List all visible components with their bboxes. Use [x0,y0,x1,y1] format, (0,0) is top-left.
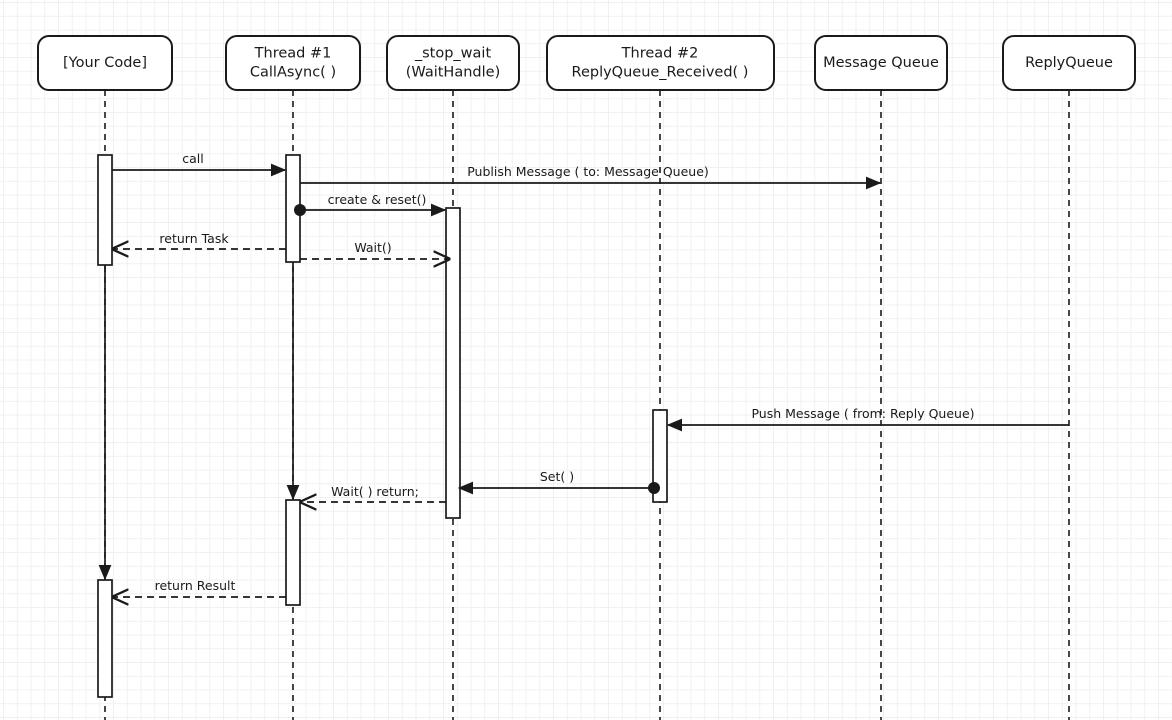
act-your-code-2 [97,579,113,698]
participant-box-message_queue[interactable] [814,35,948,91]
lifelines-group [104,90,1070,720]
msg-create-reset-label: create & reset() [328,192,427,207]
msg-push-label: Push Message ( from: Reply Queue) [751,406,974,421]
participant-box-thread1[interactable] [225,35,361,91]
participant-label-thread1-line2: CallAsync( ) [250,65,336,81]
msg-set-source-dot [648,482,660,494]
participant-reply_queue[interactable]: ReplyQueue [1002,35,1136,91]
participant-label-thread2-line2: ReplyQueue_Received( ) [572,65,749,81]
participant-message_queue[interactable]: Message Queue [814,35,948,91]
participant-label-thread1-line1: Thread #1 [254,46,332,62]
participant-nodes-group: [Your Code] Thread #1 CallAsync( ) _stop_wa… [37,35,1136,91]
msg-publish-label: Publish Message ( to: Message Queue) [467,164,709,179]
participant-box-your_code[interactable] [37,35,173,91]
participant-label-stop_wait-line1: _stop_wait [414,46,492,62]
participant-stop_wait[interactable]: _stop_wait (WaitHandle) [386,35,520,91]
participant-thread1[interactable]: Thread #1 CallAsync( ) [225,35,361,91]
msg-return-result-label: return Result [155,578,236,593]
participant-label-stop_wait-line2: (WaitHandle) [406,65,500,81]
participant-label-thread2-line1: Thread #2 [621,46,699,62]
participant-box-thread2[interactable] [546,35,775,91]
act-your-code-1 [97,154,113,266]
participant-your_code[interactable]: [Your Code] [37,35,173,91]
act-thread1-2 [285,499,301,606]
act-stopwait-1 [445,207,461,519]
participant-box-stop_wait[interactable] [386,35,520,91]
msg-wait-return-label: Wait( ) return; [331,484,419,499]
msg-return-task-label: return Task [159,231,229,246]
participant-label-message_queue-line1: Message Queue [823,55,939,71]
participant-label-reply_queue-line1: ReplyQueue [1025,55,1113,71]
msg-call-label: call [182,151,203,166]
activations-group [97,154,668,698]
msg-wait-label: Wait() [354,240,391,255]
flow-lines-group [98,262,300,581]
msg-set-label: Set( ) [540,469,574,484]
msg-create-reset-source-dot [294,204,306,216]
participant-box-reply_queue[interactable] [1002,35,1136,91]
participant-thread2[interactable]: Thread #2 ReplyQueue_Received( ) [546,35,775,91]
participant-label-your_code-line1: [Your Code] [63,55,147,71]
act-thread2-1 [652,409,668,503]
